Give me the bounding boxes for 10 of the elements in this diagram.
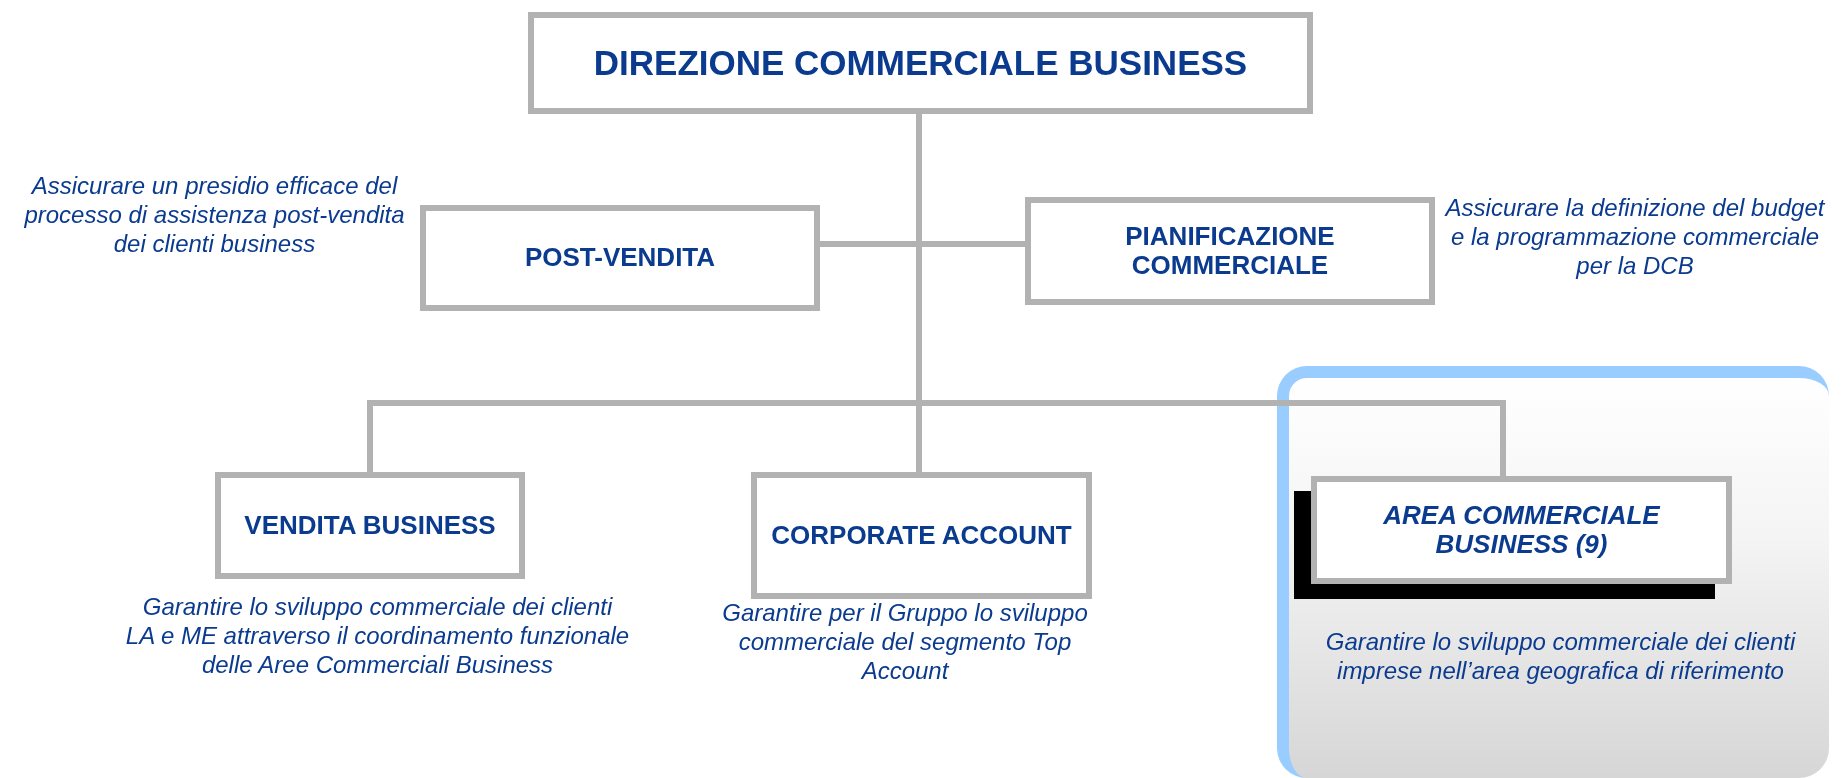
org-unit-box: PIANIFICAZIONE COMMERCIALE [1025,197,1435,305]
org-unit-box: CORPORATE ACCOUNT [751,472,1092,599]
unit-description: Garantire per il Gruppo lo sviluppo commerciale del segmento Top Account [721,599,1089,686]
org-unit-box: DIREZIONE COMMERCIALE BUSINESS [528,12,1313,114]
unit-description: Assicurare un presidio efficace del processo di assistenza post-vendita dei clienti business [23,172,406,259]
unit-description: Assicurare la definizione del budget e la programmazione commerciale per la DCB [1443,194,1826,281]
org-unit-box: VENDITA BUSINESS [215,472,525,579]
unit-description: Garantire lo sviluppo commerciale dei clienti LA e ME attraverso il coordinamento funzionale delle Aree Commerciali Business [125,593,630,680]
unit-description: Garantire lo sviluppo commerciale dei clienti imprese nell’area geografica di riferimento [1324,628,1797,686]
org-unit-box: POST-VENDITA [420,205,820,311]
